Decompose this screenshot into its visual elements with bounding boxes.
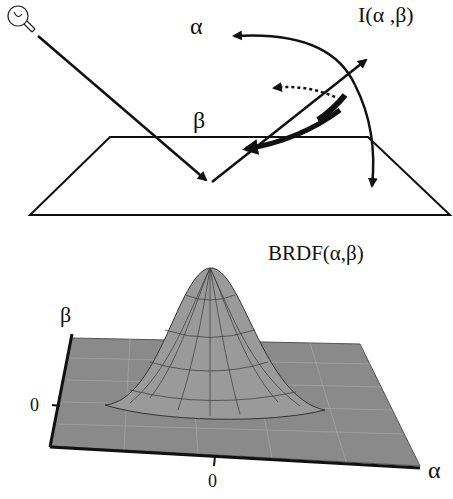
light-bulb [8,6,35,32]
beta-axis [50,334,72,447]
dotted-arrow [274,87,335,97]
axis-value: 0 [30,396,39,414]
reflected-ray [212,60,366,182]
brdf-peak [105,268,325,419]
surface-plane [30,137,450,215]
tick [214,456,215,466]
beta-arc [318,95,345,120]
tick [52,405,60,406]
angle-label: β [193,108,205,132]
alpha-arc [355,85,373,186]
function-label: BRDF(α,β) [268,243,364,264]
axis-label: α [428,458,441,482]
axis-value: 0 [208,472,217,490]
intensity-label: I(α ,β) [358,4,414,26]
alpha-axis [50,447,420,468]
alpha-arc [234,35,355,85]
axis-label: β [60,304,71,326]
incident-ray [38,36,206,180]
angle-label: α [190,14,203,38]
